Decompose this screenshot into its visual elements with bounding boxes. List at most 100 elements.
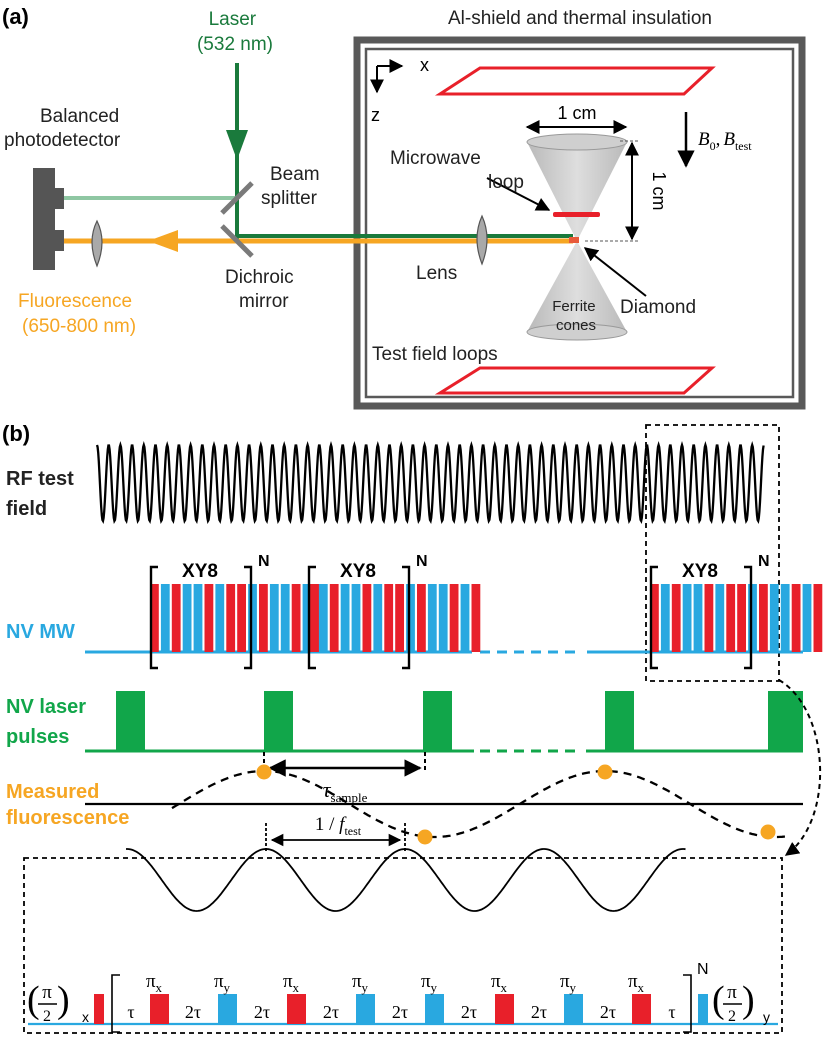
zoom-connector-arrow <box>778 679 821 856</box>
axis-x-label: x <box>420 55 429 75</box>
nv-mw-label: NV MW <box>6 621 75 643</box>
pulse-x <box>449 584 459 652</box>
pulse-x <box>329 584 339 652</box>
pulse-x <box>226 584 236 652</box>
tau-gap-label: 2τ <box>600 1002 616 1022</box>
bracket-right <box>244 565 253 670</box>
axis-z-label: z <box>371 105 380 125</box>
pi-half-x-label: ( π 2 ) x <box>27 979 89 1025</box>
zoom-region-box <box>645 424 780 682</box>
inset-box <box>23 857 783 1034</box>
pi-pulse-label: πx <box>283 971 300 995</box>
sample-dot <box>256 764 272 780</box>
xy8-label: XY8 <box>682 561 718 582</box>
pulse-y <box>373 584 383 652</box>
beam-splitter-label: Beam splitter <box>261 164 325 209</box>
repeat-n-label: N <box>258 553 270 570</box>
svg-text:(: ( <box>712 979 725 1021</box>
pi-pulse-label: πx <box>146 971 163 995</box>
dim-v-label: 1 cm <box>649 171 669 210</box>
laser-pulse <box>605 691 634 751</box>
tau-sample-label: τsample <box>323 777 368 805</box>
pulse-y <box>780 584 790 652</box>
laser-pulse-train <box>85 691 803 753</box>
tau-gap-label: τ <box>668 1002 675 1022</box>
pulse-x <box>650 584 659 652</box>
pi-x-pulse <box>632 994 651 1024</box>
pulse-y <box>160 584 170 652</box>
pi-x-pulse <box>150 994 169 1024</box>
pi-y-pulse <box>564 994 583 1024</box>
laser-pulse <box>768 691 803 751</box>
lens-left-icon <box>91 219 103 268</box>
tau-gap-label: 2τ <box>461 1002 477 1022</box>
lens-label: Lens <box>416 263 457 284</box>
pulse-x <box>395 584 404 652</box>
dichroic-label: Dichroic mirror <box>225 267 299 312</box>
pulse-y <box>182 584 192 652</box>
beam-splitter <box>220 181 254 215</box>
pi-pulse-label: πy <box>421 971 438 995</box>
pi-pulse-label: πy <box>560 971 577 995</box>
bracket-left <box>307 565 316 670</box>
dichroic-mirror <box>220 224 254 258</box>
tau-gap-label: 2τ <box>185 1002 201 1022</box>
pi-y-pulse <box>356 994 375 1024</box>
pulse-y <box>682 584 692 652</box>
tau-gap-label: τ <box>127 1002 134 1022</box>
repeat-n-label: N <box>416 553 428 570</box>
pi-pulse-label: πx <box>491 971 508 995</box>
ferrite-cones <box>526 133 628 341</box>
bracket-left <box>149 565 158 670</box>
diamond-label: Diamond <box>620 297 696 318</box>
pi-pulse-label: πy <box>352 971 369 995</box>
pulse-x <box>259 584 268 652</box>
measured-label: Measured fluorescence <box>6 781 129 829</box>
laser-arrowhead <box>226 130 248 160</box>
pulse-y <box>748 584 757 652</box>
pi-x-pulse <box>495 994 514 1024</box>
inset-bracket-right <box>683 974 692 1033</box>
pulse-x <box>813 584 823 652</box>
tau-gap-label: 2τ <box>323 1002 339 1022</box>
microwave-arrow <box>486 177 551 211</box>
pulse-x <box>671 584 681 652</box>
sample-dot <box>597 764 613 780</box>
pulse-x <box>471 584 481 652</box>
fluorescence-samples <box>256 764 776 845</box>
svg-text:2: 2 <box>728 1008 736 1025</box>
pulse-y <box>351 584 361 652</box>
pulse-y <box>280 584 290 652</box>
bracket-right <box>744 565 753 670</box>
pulse-y <box>802 584 812 652</box>
pulse-x <box>737 584 746 652</box>
fluorescence-dashed-curve <box>171 769 791 839</box>
pi-y-pulse <box>218 994 237 1024</box>
al-shield <box>353 36 806 410</box>
panel-b-label: (b) <box>2 421 30 446</box>
dimension-vertical <box>585 140 640 242</box>
pi-pulse-label: πy <box>214 971 231 995</box>
pulse-x <box>171 584 181 652</box>
bracket-left <box>649 565 658 670</box>
svg-text:π: π <box>727 982 737 1003</box>
pulse-x <box>150 584 159 652</box>
pulse-x <box>313 584 323 652</box>
tau-gap-label: 2τ <box>392 1002 408 1022</box>
bracket-right <box>402 565 411 670</box>
period-label: 1 / ftest <box>315 814 362 838</box>
pulse-y <box>248 584 257 652</box>
pi-half-y-pulse <box>698 994 708 1024</box>
shield-title: Al-shield and thermal insulation <box>448 8 712 29</box>
pi-half-y-label: ( π 2 ) y <box>712 979 770 1025</box>
pulse-y <box>427 584 437 652</box>
sample-dot <box>417 829 433 845</box>
svg-text:π: π <box>42 982 52 1003</box>
pulse-y <box>693 584 703 652</box>
rf-test-field-wave <box>95 440 765 525</box>
pulse-x <box>384 584 394 652</box>
nv-laser-label: NV laser pulses <box>6 696 92 748</box>
